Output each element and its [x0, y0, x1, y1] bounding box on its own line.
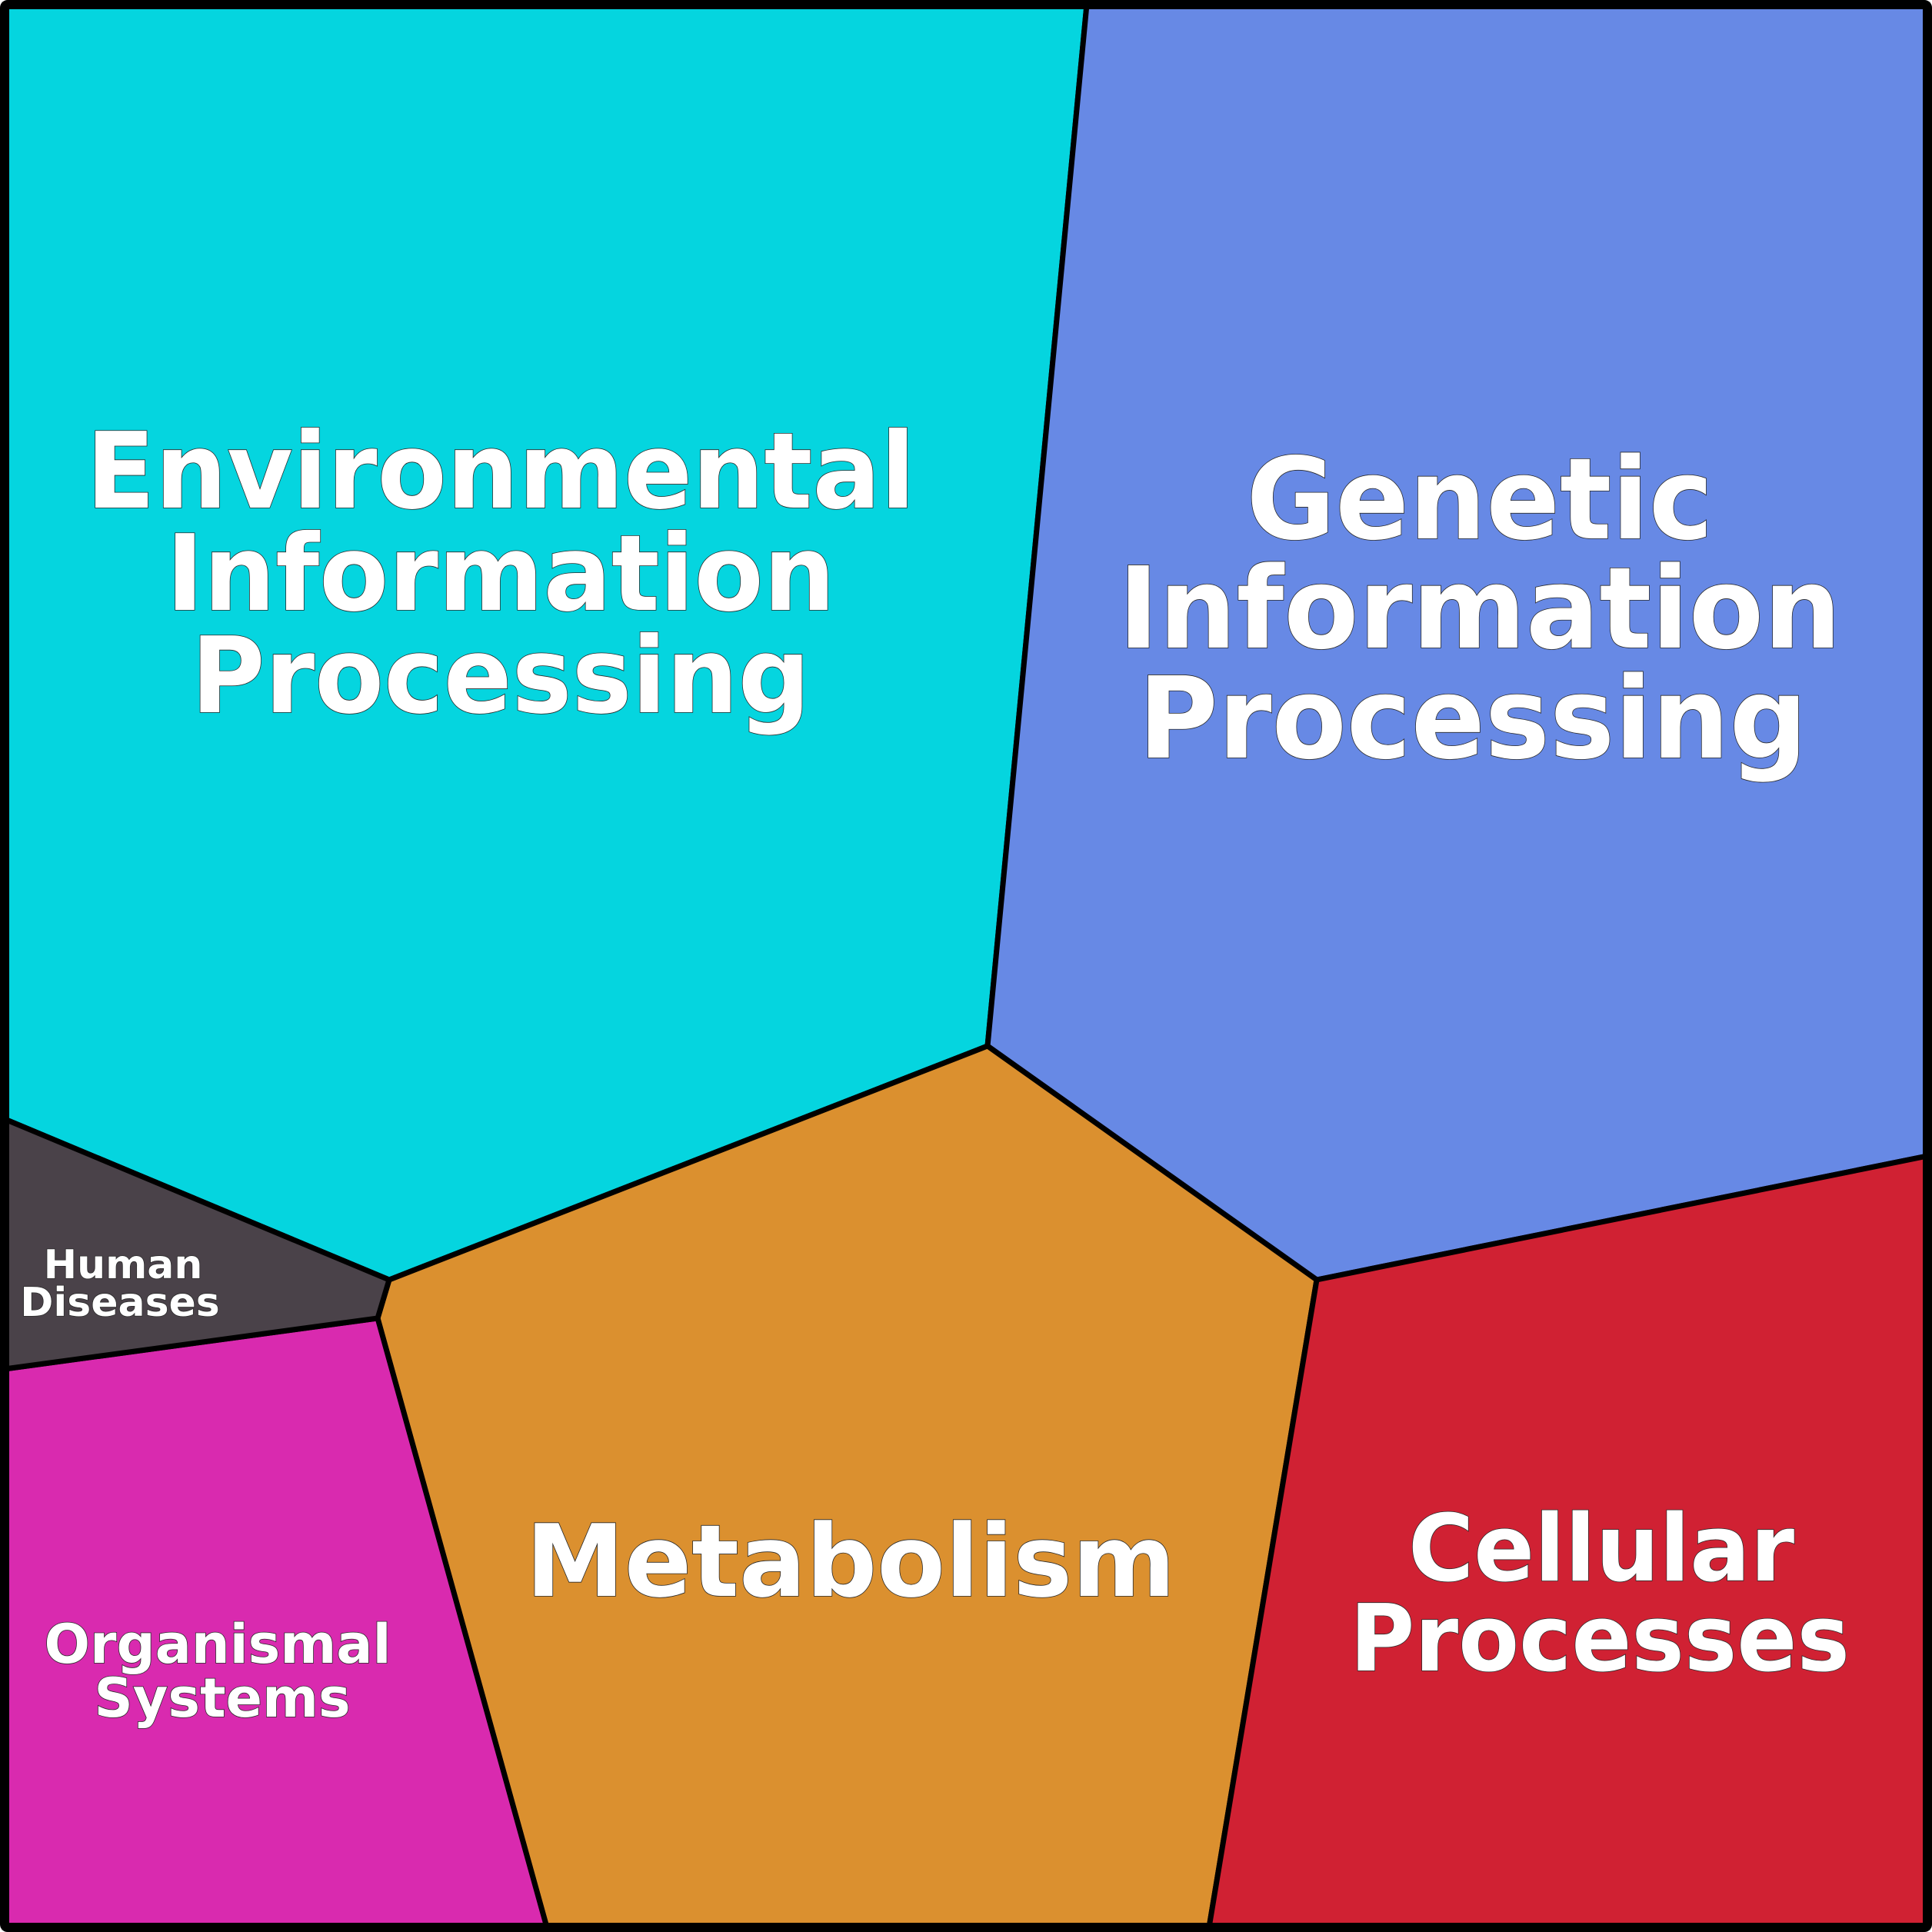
label-cellular-line-2: Processes: [1350, 1586, 1850, 1693]
label-cellular: Cellular Processes: [1349, 1495, 1850, 1694]
label-environmental-line-2: Information: [166, 513, 835, 635]
label-metabolism-line-1: Metabolism: [526, 1503, 1176, 1620]
label-genetic-line-2: Information: [1118, 543, 1841, 675]
label-organismal-line-2: Systems: [94, 1667, 350, 1730]
label-genetic-line-1: Genetic: [1247, 434, 1714, 565]
label-environmental: Environmental Information Processing: [85, 410, 916, 738]
label-human-diseases-line-2: Diseases: [20, 1280, 219, 1326]
label-environmental-line-3: Processing: [192, 615, 811, 738]
label-human-diseases: Human Diseases: [19, 1241, 220, 1327]
label-metabolism: Metabolism: [525, 1502, 1177, 1621]
label-organismal-line-1: Organismal: [44, 1613, 391, 1676]
label-environmental-line-1: Environmental: [86, 411, 915, 533]
label-genetic-line-3: Processing: [1138, 653, 1807, 784]
label-genetic: Genetic Information Processing: [1118, 433, 1842, 785]
label-organismal: Organismal Systems: [44, 1612, 392, 1730]
label-human-diseases-line-1: Human: [44, 1242, 203, 1288]
label-cellular-line-1: Cellular: [1408, 1496, 1794, 1603]
